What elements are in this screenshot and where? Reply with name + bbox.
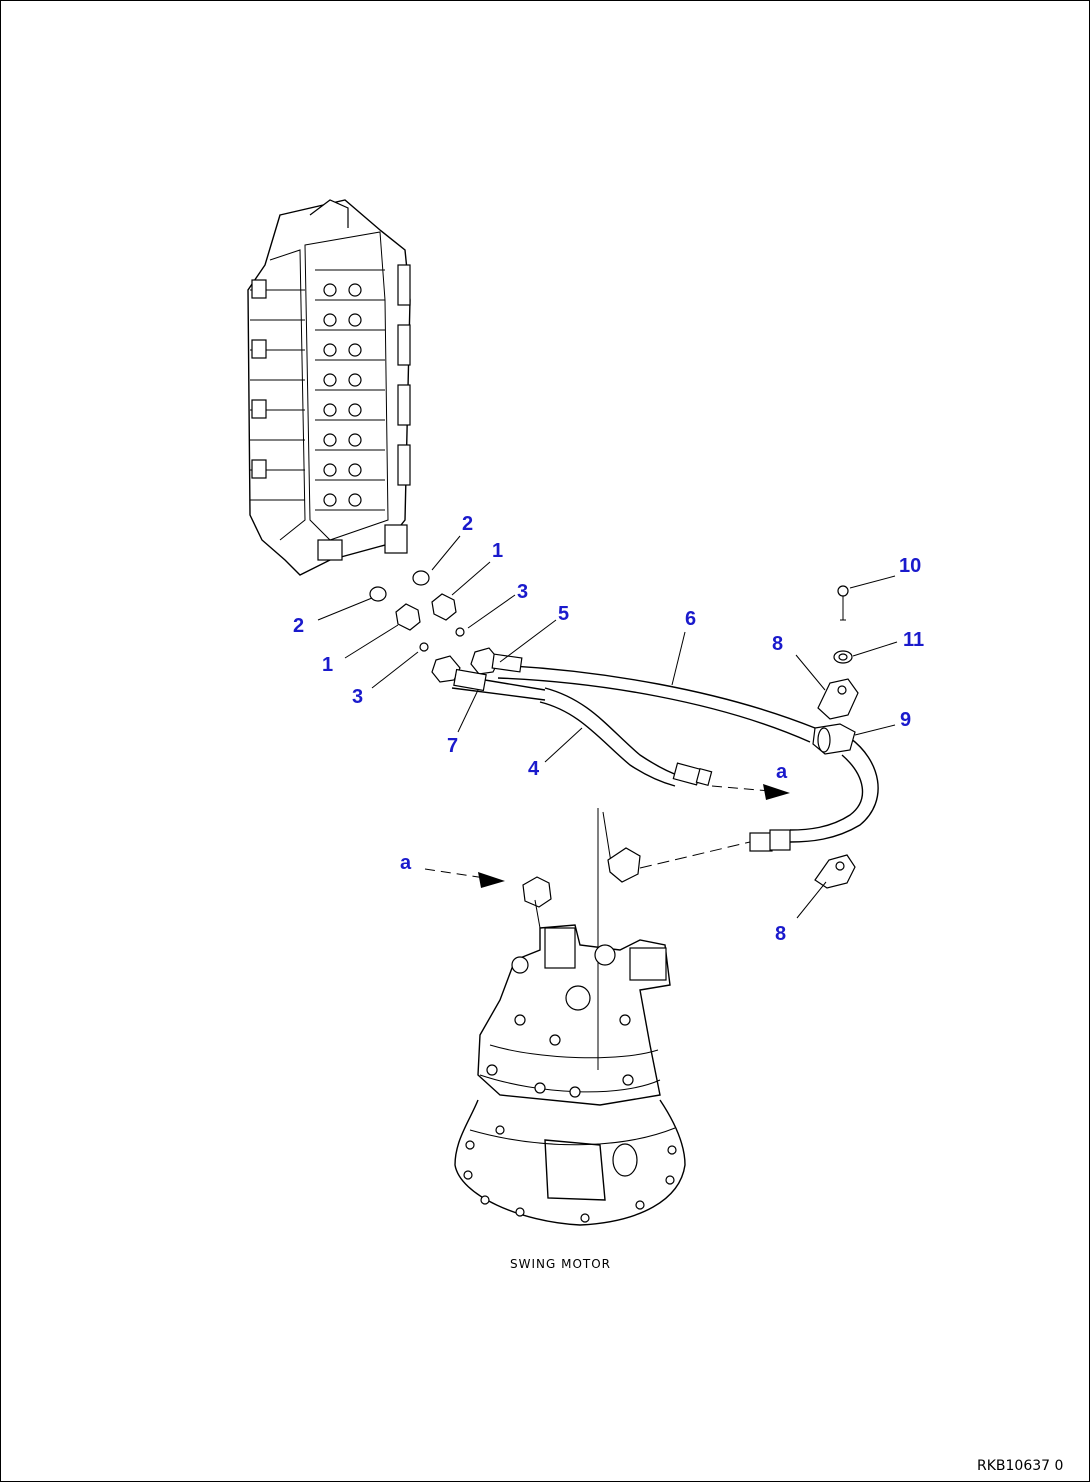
callout-2-lower: 2 [293, 615, 304, 637]
leader-lines [317, 535, 898, 919]
control-valve [247, 199, 411, 576]
drawing-code: RKB10637 0 [977, 1458, 1063, 1474]
callout-3-lower: 3 [352, 686, 363, 708]
callout-5: 5 [558, 603, 569, 625]
swing-motor-caption: SWING MOTOR [510, 1257, 611, 1271]
routing-lines [597, 808, 751, 1070]
hoses [451, 653, 879, 852]
callout-a-right: a [776, 761, 788, 783]
callout-2-upper: 2 [462, 513, 473, 535]
callout-4: 4 [528, 758, 540, 780]
callout-a-left: a [400, 852, 412, 874]
arrows [424, 784, 790, 888]
callout-6: 6 [685, 608, 696, 630]
callout-1-upper: 1 [492, 540, 503, 562]
fittings [369, 570, 500, 683]
callout-9: 9 [900, 709, 911, 731]
callout-8-lower: 8 [775, 923, 786, 945]
swing-motor [454, 876, 686, 1226]
callout-8-upper: 8 [772, 633, 783, 655]
callout-11: 11 [903, 629, 924, 651]
clamps [814, 585, 859, 889]
callout-7: 7 [447, 735, 458, 757]
callout-10: 10 [899, 555, 921, 577]
callout-1-lower: 1 [322, 654, 333, 676]
callout-labels: 2 1 3 5 6 2 1 3 7 4 a 10 11 8 9 a 8 [293, 513, 924, 945]
callout-3-upper: 3 [517, 581, 528, 603]
